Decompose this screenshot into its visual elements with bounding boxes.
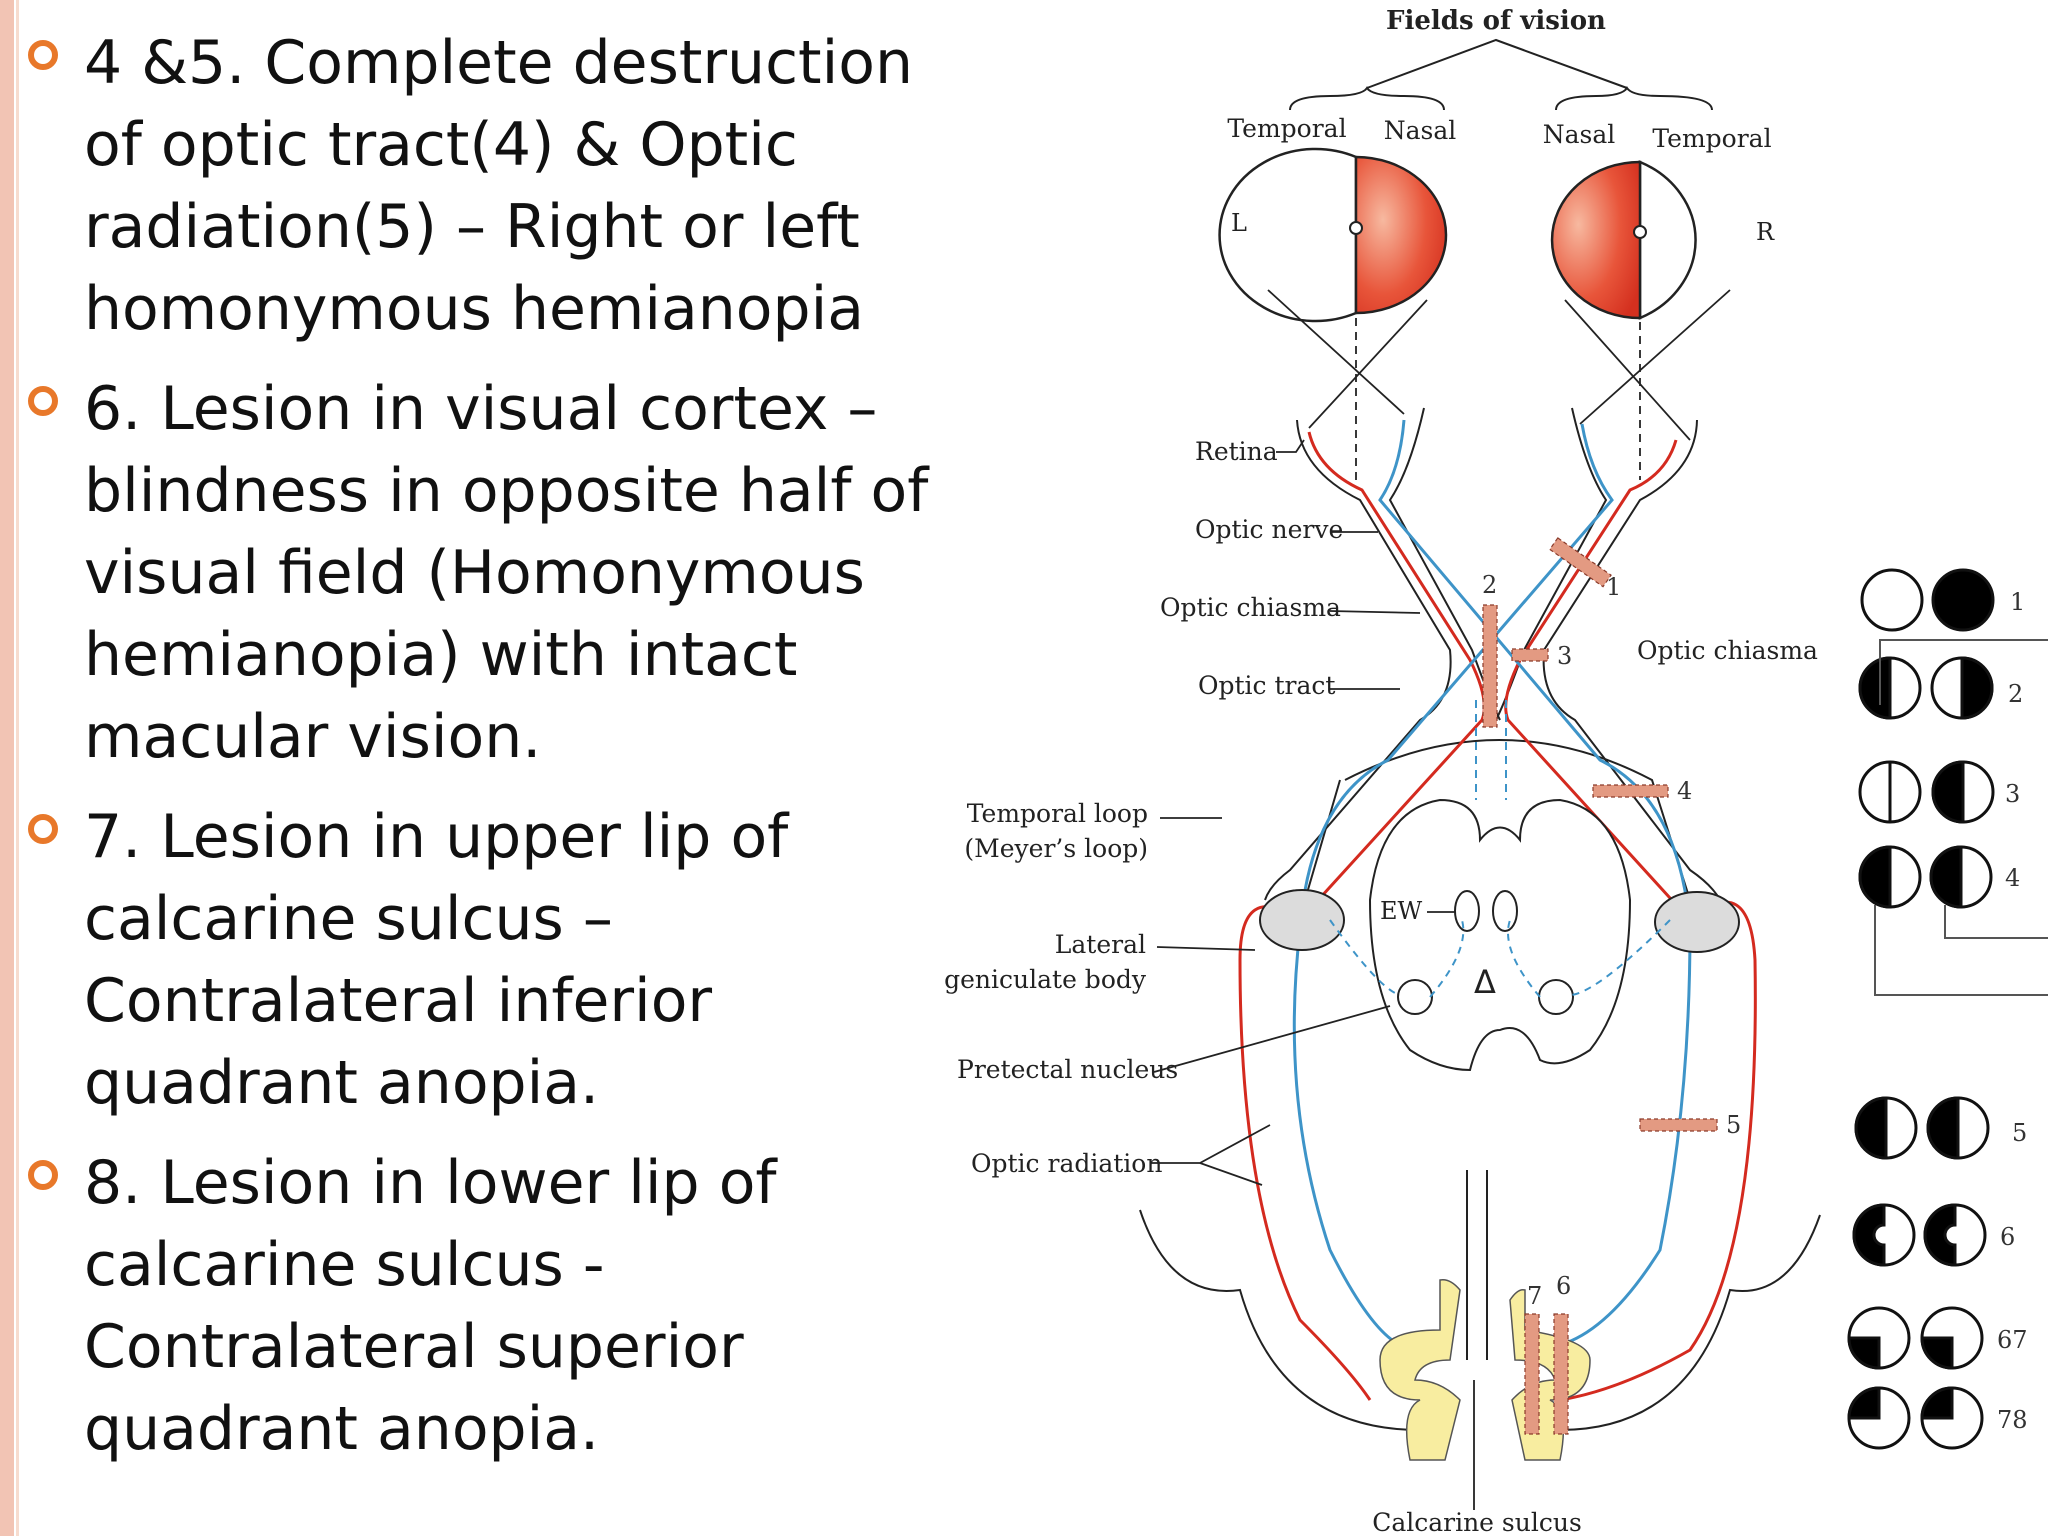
slide-accent-bar [0, 0, 14, 1536]
ew-nucleus-left [1454, 890, 1480, 932]
aqueduct-triangle: Δ [1474, 963, 1496, 1001]
field-row-number: 5 [2012, 1119, 2027, 1147]
optic-chiasma-label: Optic chiasma [1160, 593, 1341, 622]
lgb-label-line1: Lateral [1055, 930, 1146, 959]
right-lgb [1654, 891, 1740, 953]
lesion-1 [1548, 537, 1612, 588]
field-row-number: 1 [2010, 588, 2025, 616]
visual-pathway-diagram: Fields of vision Temporal Nasal Nasal Te… [944, 6, 2048, 1536]
pretectal-dashed-connections [1329, 919, 1671, 998]
lesion-number: 4 [1677, 777, 1692, 805]
lesion-number: 6 [1556, 1272, 1571, 1300]
left-nasal-label: Nasal [1384, 116, 1457, 145]
bullet-ring-icon [28, 814, 58, 844]
field-row-3 [1858, 760, 1995, 824]
field-row-number: 6 [2000, 1223, 2015, 1251]
lesion-6 [1553, 1313, 1569, 1435]
pretectal-nucleus-left [1397, 979, 1433, 1015]
field-row-number: 67 [1997, 1326, 2028, 1354]
optic-radiation-label: Optic radiation [971, 1149, 1162, 1178]
field-row-number: 3 [2005, 780, 2020, 808]
lesion-number: 2 [1482, 571, 1497, 599]
lesion-number: 7 [1527, 1282, 1542, 1310]
occipital-outline [1139, 1170, 1821, 1431]
bullet-item: 8. Lesion in lower lip of calcarine sulc… [24, 1142, 954, 1470]
calcarine-sulcus-label: Calcarine sulcus [1372, 1508, 1582, 1536]
left-eye [1218, 147, 1448, 323]
retina-label: Retina [1195, 437, 1278, 466]
bullet-item: 7. Lesion in upper lip of calcarine sulc… [24, 796, 954, 1124]
label-leaders [1150, 439, 1475, 1510]
lesion-number: 1 [1606, 573, 1621, 601]
pretectal-nucleus-label: Pretectal nucleus [957, 1055, 1178, 1084]
fields-of-vision-title: Fields of vision [1386, 6, 1606, 36]
field-row-number: 4 [2005, 864, 2020, 892]
right-eye-side-label: R [1756, 218, 1775, 246]
bullet-text: 6. Lesion in visual cortex – blindness i… [84, 374, 929, 772]
field-row-4 [1858, 845, 1993, 909]
left-lgb [1259, 889, 1345, 951]
bullet-ring-icon [28, 386, 58, 416]
right-nasal-label: Nasal [1543, 120, 1616, 149]
optic-tract-label: Optic tract [1198, 671, 1335, 700]
field-row-8 [1847, 1386, 1984, 1450]
lesion-number: 3 [1557, 642, 1572, 670]
projection-lines [1267, 234, 1731, 480]
optic-chiasma-right-label: Optic chiasma [1637, 636, 1818, 665]
optic-nerve-label: Optic nerve [1195, 515, 1343, 544]
bullet-text: 4 &5. Complete destruction of optic trac… [84, 28, 913, 344]
title-bracket [1366, 38, 1628, 89]
field-panel-lines [1874, 639, 2048, 996]
field-row-5 [1854, 1096, 1990, 1160]
field-row-7 [1847, 1306, 1984, 1370]
pretectal-nucleus-right [1538, 979, 1574, 1015]
field-row-number: 78 [1997, 1406, 2028, 1434]
field-row-1 [1860, 568, 1995, 632]
left-eye-brace [1289, 86, 1445, 111]
lesion-7 [1524, 1313, 1540, 1435]
lesion-5 [1639, 1118, 1718, 1132]
lesion-number: 5 [1726, 1111, 1741, 1139]
midbrain-outline [1368, 798, 1632, 1072]
field-row-6 [1852, 1203, 1987, 1267]
ew-label: EW [1380, 897, 1423, 925]
field-row-number: 2 [2008, 680, 2023, 708]
lesion-3 [1511, 648, 1549, 662]
lgb-label-line2: geniculate body [944, 965, 1147, 994]
slide-accent-line [16, 0, 19, 1536]
bullet-text: 8. Lesion in lower lip of calcarine sulc… [84, 1148, 777, 1464]
field-row-2 [1858, 656, 1994, 720]
lesion-2 [1482, 604, 1498, 728]
left-temporal-label: Temporal [1227, 114, 1346, 143]
right-eye-brace [1555, 86, 1713, 111]
left-eye-side-label: L [1231, 209, 1247, 237]
bullet-list: 4 &5. Complete destruction of optic trac… [24, 22, 954, 1488]
ew-nucleus-right [1492, 890, 1518, 932]
right-temporal-label: Temporal [1652, 124, 1771, 153]
nasal-fibers-blue [1292, 419, 1692, 1347]
bullet-item: 6. Lesion in visual cortex – blindness i… [24, 368, 954, 778]
field-defect-panel [1847, 568, 1995, 1450]
bullet-item: 4 &5. Complete destruction of optic trac… [24, 22, 954, 350]
bullet-ring-icon [28, 1160, 58, 1190]
meyers-loop-label: (Meyer’s loop) [964, 834, 1148, 863]
bullet-text: 7. Lesion in upper lip of calcarine sulc… [84, 802, 789, 1118]
lesion-bars [1482, 537, 1718, 1435]
temporal-loop-label: Temporal loop [967, 799, 1148, 828]
right-eye [1550, 160, 1697, 320]
lesion-4 [1592, 784, 1669, 798]
bullet-ring-icon [28, 40, 58, 70]
